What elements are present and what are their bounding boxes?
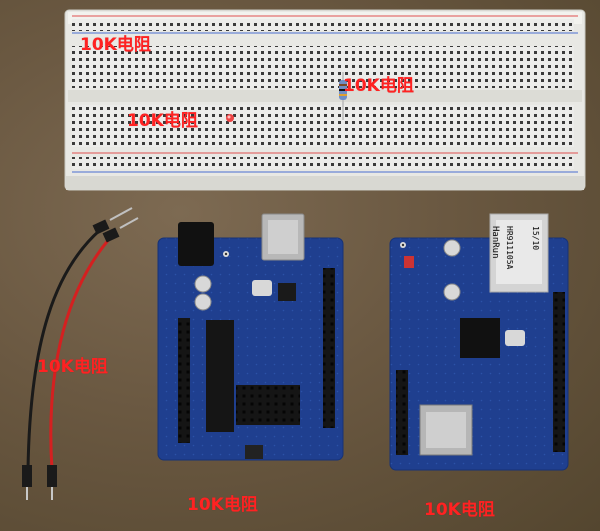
annotation-jumper-wires: 10K电阻 bbox=[37, 357, 108, 377]
ethernet-shield-board bbox=[389, 213, 569, 471]
jack-date-label: 15/10 bbox=[531, 226, 540, 251]
led-component bbox=[226, 114, 234, 122]
annotation-breadboard-middle: 10K电阻 bbox=[127, 111, 198, 131]
resistor-component bbox=[339, 72, 347, 120]
arduino-uno-board bbox=[157, 213, 344, 461]
jack-brand-label: HanRun bbox=[490, 226, 500, 259]
annotation-uno-bottom: 10K电阻 bbox=[187, 495, 258, 515]
annotation-breadboard-top-right: 10K电阻 bbox=[343, 76, 414, 96]
annotation-shield-bottom: 10K电阻 bbox=[424, 500, 495, 520]
jack-model-label: HR911105A bbox=[505, 226, 514, 270]
breadboard bbox=[64, 9, 586, 191]
annotation-breadboard-top-left: 10K电阻 bbox=[80, 35, 151, 55]
jumper-wires bbox=[22, 207, 139, 500]
